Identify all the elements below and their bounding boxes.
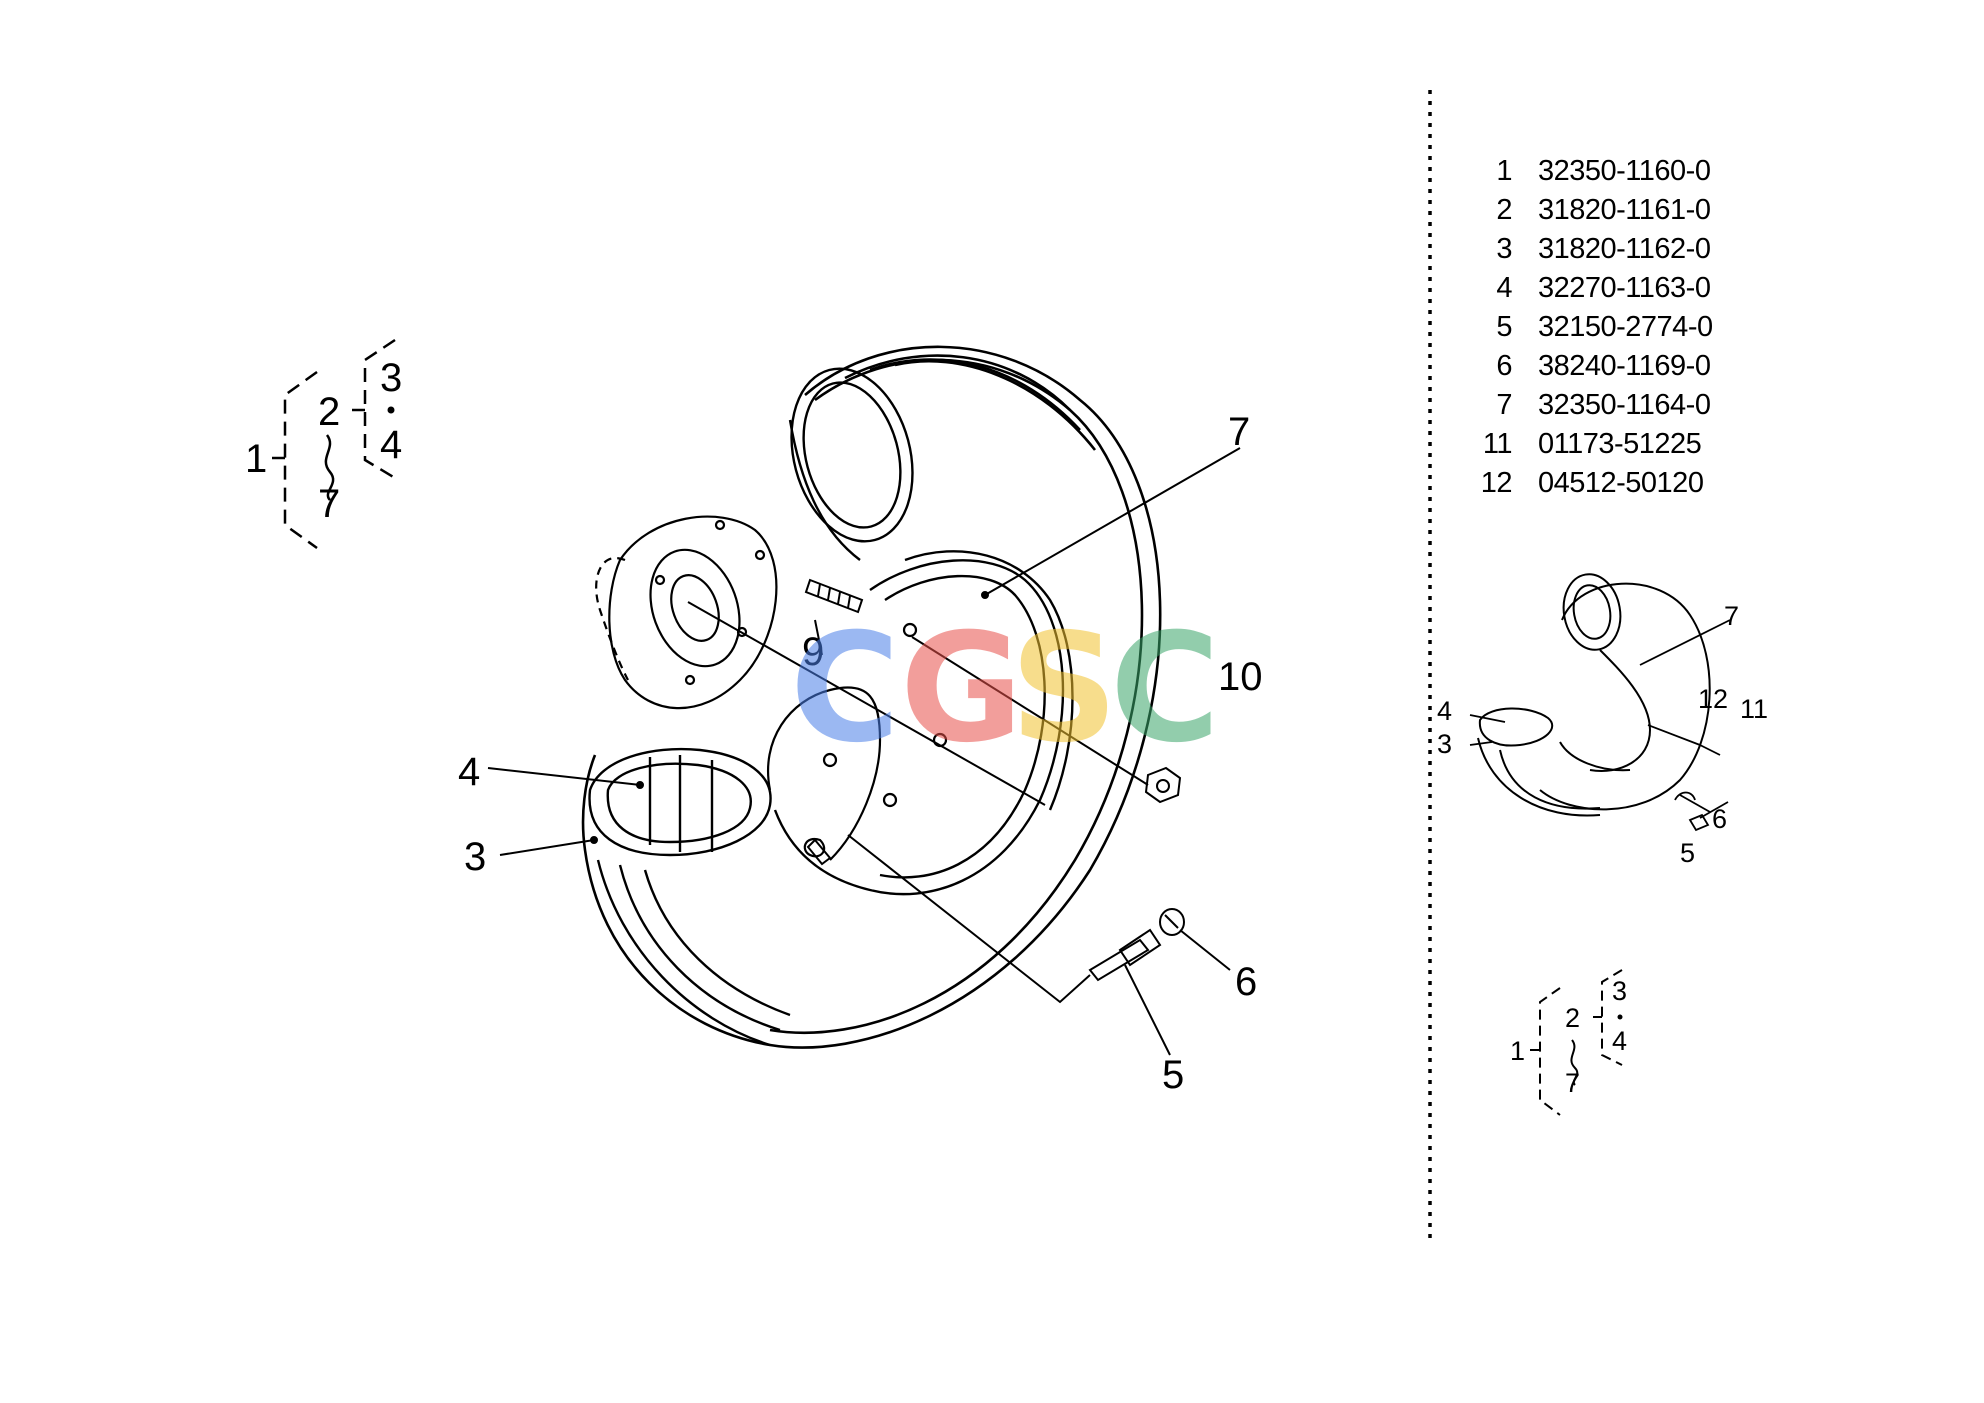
small-callout-7: 7 (1724, 601, 1739, 631)
wheel-nut (1144, 766, 1182, 804)
hierarchy-right-2: 2 (1565, 1003, 1580, 1033)
watermark-letter-c1: C (790, 602, 900, 776)
tire-lower-opening (588, 747, 791, 1047)
parts-row: 4 32270-1163-0 (1462, 269, 1713, 308)
hierarchy-right-dot (1617, 1014, 1623, 1020)
parts-row: 2 31820-1161-0 (1462, 191, 1713, 230)
part-number: 3 (1496, 233, 1512, 265)
part-number: 4 (1496, 272, 1512, 304)
callout-5: 5 (1162, 1053, 1184, 1097)
part-number: 1 (1496, 155, 1512, 187)
part-code: 32350-1164-0 (1538, 389, 1711, 421)
wheel-disc (767, 622, 948, 861)
hierarchy-right-7: 7 (1565, 1068, 1580, 1098)
small-callout-6: 6 (1712, 804, 1727, 834)
callout-4: 4 (458, 750, 480, 794)
parts-row: 12 04512-50120 (1462, 464, 1713, 503)
hierarchy-left-dot (387, 406, 395, 414)
watermark-letter-g: G (900, 602, 1023, 776)
callout-6: 6 (1235, 960, 1257, 1004)
watermark-letter-s: S (1010, 602, 1118, 776)
callout-7: 7 (1228, 410, 1250, 454)
wheel-stud (804, 578, 864, 614)
small-callout-11: 11 (1740, 694, 1768, 724)
part-code: 38240-1169-0 (1538, 350, 1711, 382)
parts-row: 5 32150-2774-0 (1462, 308, 1713, 347)
watermark-logo: C G S C (790, 602, 1220, 776)
small-callout-3: 3 (1437, 729, 1452, 759)
small-tire-view (1477, 573, 1711, 817)
tire-valve-stem (806, 838, 832, 866)
hierarchy-left-4: 4 (380, 423, 402, 467)
callout-9: 9 (802, 630, 824, 674)
part-number: 2 (1496, 194, 1512, 226)
parts-row: 1 32350-1160-0 (1462, 152, 1713, 191)
part-number: 7 (1496, 389, 1512, 421)
small-callout-12: 12 (1698, 684, 1728, 714)
hierarchy-left-7: 7 (318, 482, 340, 526)
part-number: 5 (1496, 311, 1512, 343)
assembly-hierarchy-right (1530, 969, 1623, 1116)
part-code: 32150-2774-0 (1538, 311, 1713, 343)
part-number: 11 (1482, 428, 1513, 460)
part-number: 6 (1496, 350, 1512, 382)
small-callout-5: 5 (1680, 838, 1695, 868)
callout-10: 10 (1218, 655, 1263, 699)
hierarchy-right-4: 4 (1612, 1026, 1627, 1056)
assembly-hierarchy-left (272, 338, 396, 550)
parts-row: 3 31820-1162-0 (1462, 230, 1713, 269)
parts-row: 11 01173-51225 (1462, 425, 1713, 464)
hierarchy-left-1: 1 (245, 437, 267, 481)
parts-row: 6 38240-1169-0 (1462, 347, 1713, 386)
main-leader-lines (487, 447, 1241, 1056)
tire-outer-half (581, 345, 1162, 1049)
wheel-hub (595, 515, 778, 710)
part-code: 04512-50120 (1538, 467, 1704, 499)
part-code: 32350-1160-0 (1538, 155, 1711, 187)
callout-3: 3 (464, 835, 486, 879)
tire-inner-flange (773, 550, 1074, 896)
part-code: 01173-51225 (1538, 428, 1702, 460)
valve-cap (1159, 908, 1185, 936)
small-callout-4: 4 (1437, 696, 1452, 726)
hierarchy-right-3: 3 (1612, 976, 1627, 1006)
part-number: 12 (1480, 467, 1513, 499)
part-code: 31820-1162-0 (1538, 233, 1711, 265)
tire-upper-opening (788, 367, 914, 561)
part-code: 31820-1161-0 (1538, 194, 1711, 226)
part-code: 32270-1163-0 (1538, 272, 1711, 304)
hierarchy-left-3: 3 (380, 356, 402, 400)
hierarchy-right-1: 1 (1510, 1036, 1525, 1066)
hierarchy-left-2: 2 (318, 390, 340, 434)
tire-valve (1088, 928, 1162, 982)
parts-list: 1 32350-1160-0 2 31820-1161-0 3 31820-1162-… (1462, 152, 1713, 503)
watermark-letter-c2: C (1110, 602, 1220, 776)
parts-row: 7 32350-1164-0 (1462, 386, 1713, 425)
small-leader-lines (1469, 619, 1731, 832)
